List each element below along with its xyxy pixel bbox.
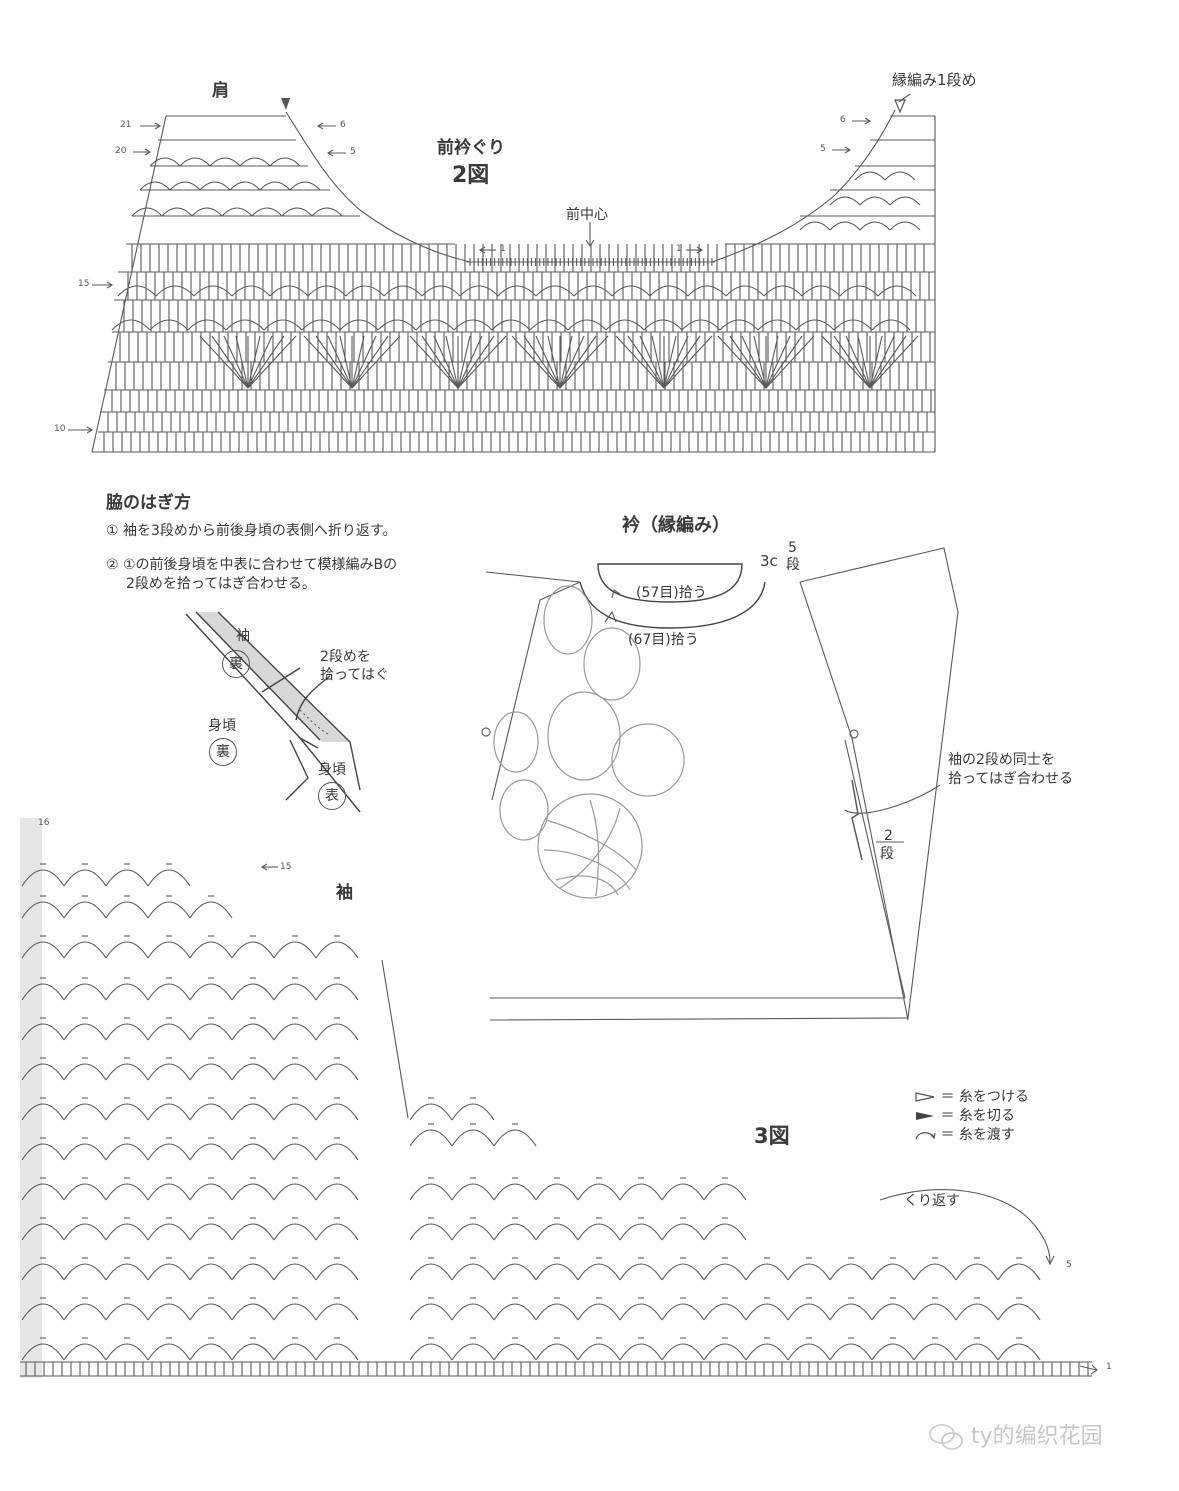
body-right-side: 表 [318, 778, 346, 810]
collar-heading: 衿（縁編み） [622, 515, 730, 536]
sleeve-row-mark-16: 16 [38, 818, 50, 828]
shoulder-label: 肩 [212, 81, 229, 101]
fold-back-label: くり返す [904, 1193, 960, 1209]
sleeve-foundation-ticks [25, 1362, 1089, 1376]
collar-rows-num: 5 [788, 540, 797, 556]
row-arrows [68, 93, 911, 434]
sleeve-wrong-side: 裏 [222, 646, 250, 678]
legend-attach-text: ＝ 糸をつける [940, 1089, 1029, 1105]
repeat-arrow [260, 863, 1098, 1375]
diagram2-title-line2: 2図 [452, 163, 490, 188]
sleeve-row-mark-5: 5 [1066, 1260, 1072, 1270]
sleeve-shaded-band [196, 612, 350, 742]
wechat-icon [929, 1424, 963, 1450]
neckline-fans [199, 335, 919, 389]
row-mark-15: 15 [78, 279, 90, 289]
edge-row1-label: 縁編み1段め [892, 71, 977, 89]
pick-note-line2: 拾ってはぐ [320, 667, 390, 683]
collar-band [579, 563, 766, 629]
neckline-stitch-ticks [103, 244, 932, 452]
row-mark-21: 21 [120, 120, 132, 130]
collar-outer-pick: (67目)拾う [628, 632, 699, 648]
body-right-side-badge: 表 [318, 782, 346, 810]
attach-symbol-icon [915, 1092, 935, 1102]
collar-inner-pick: (57目)拾う [636, 585, 707, 601]
side-rows-num: 2 [884, 828, 893, 844]
side-seam-step2-line1: ② ①の前後身頃を中表に合わせて模様編みBの [106, 557, 398, 573]
diagram2-title-line1: 前衿ぐり [437, 138, 505, 158]
row-mark-6-right: 6 [840, 115, 846, 125]
side-seam-step1: ① 袖を3段めから前後身頃の表側へ折り返す。 [106, 523, 397, 539]
side-seam-heading: 脇のはぎ方 [106, 493, 191, 513]
neckline-scallops [111, 157, 921, 331]
pick-note-line1: 2段めを [320, 649, 371, 665]
row-mark-1-left: 1 [500, 244, 506, 254]
sleeve-row-mark-1: 1 [1106, 1362, 1112, 1372]
row-mark-20: 20 [115, 146, 127, 156]
side-seam-step2-line2: 2段めを拾ってはぎ合わせる。 [126, 576, 316, 592]
side-rows-unit: 段 [880, 846, 894, 862]
seam-note-line2: 拾ってはぎ合わせる [948, 771, 1074, 787]
marker-right-icon [849, 729, 859, 739]
body-wrong-side-badge: 裏 [209, 738, 237, 766]
legend-cut: ＝ 糸を切る [914, 1105, 1015, 1125]
watermark-text: ty的编织花园 [971, 1424, 1103, 1449]
legend-attach: ＝ 糸をつける [914, 1086, 1029, 1106]
row-mark-10: 10 [54, 424, 66, 434]
cut-symbol-icon [916, 1112, 934, 1120]
neckline-edge-crosses [467, 258, 715, 266]
sleeve-selvage-band [20, 818, 42, 1378]
collar-width: 3c [760, 552, 778, 570]
seam-note-line1: 袖の2段め同士を [948, 752, 1055, 768]
sleeve-row-mark-15: 15 [280, 862, 292, 872]
row-mark-1-right: 1 [676, 244, 682, 254]
carry-symbol-icon [915, 1132, 936, 1140]
row-mark-5-right: 5 [820, 144, 826, 154]
row-mark-6-left: 6 [340, 120, 346, 130]
sleeve-foundation [20, 959, 1092, 1377]
sleeve-wrong-side-badge: 裏 [222, 650, 250, 678]
body-label-small: 身頃 [208, 718, 236, 734]
legend-carry-text: ＝ 糸を渡す [940, 1127, 1015, 1143]
cut-mark-icon [281, 98, 290, 110]
row-mark-5-left: 5 [350, 147, 356, 157]
watermark: ty的编织花园 [928, 1422, 1103, 1452]
body-wrong-side: 裏 [209, 734, 237, 766]
legend-carry: ＝ 糸を渡す [914, 1124, 1015, 1144]
marker-left-icon [481, 727, 491, 737]
front-center-label: 前中心 [566, 207, 608, 223]
diagram3-title: 3図 [754, 1124, 790, 1148]
sleeve-shell-rows [21, 863, 1041, 1361]
cactus-decoration [493, 585, 685, 899]
attach-mark-icon [894, 99, 906, 114]
collar-rows-unit: 段 [786, 557, 800, 573]
sleeve-chart-label: 袖 [336, 883, 353, 903]
sleeve-label-small: 袖 [236, 628, 250, 644]
garment-outline [485, 547, 959, 1021]
body-label-small-2: 身頃 [318, 762, 346, 778]
legend-cut-text: ＝ 糸を切る [940, 1108, 1015, 1124]
